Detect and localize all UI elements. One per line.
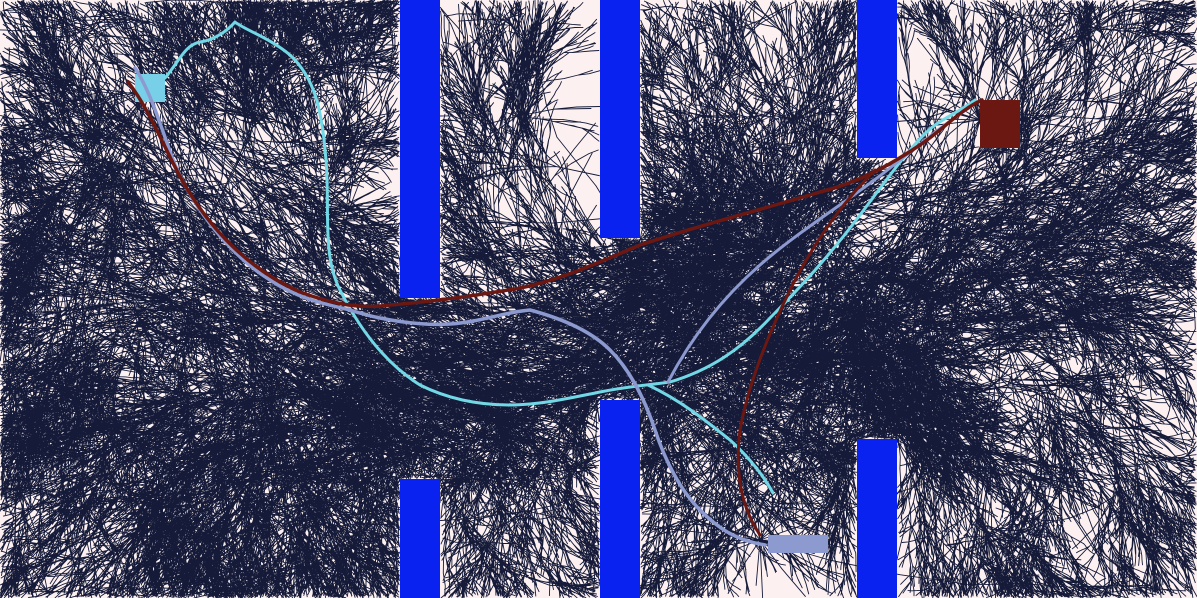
obstacle-wall-1-top — [400, 0, 440, 298]
obstacle-wall-2-top — [600, 0, 640, 238]
obstacle-wall-3-bottom — [857, 439, 897, 598]
goal-marker-lavender — [768, 535, 828, 553]
obstacle-wall-3-top — [857, 0, 897, 158]
obstacle-wall-2-bottom — [600, 400, 640, 598]
obstacle-wall-1-bottom — [400, 479, 440, 598]
goal-marker-maroon — [980, 100, 1020, 148]
